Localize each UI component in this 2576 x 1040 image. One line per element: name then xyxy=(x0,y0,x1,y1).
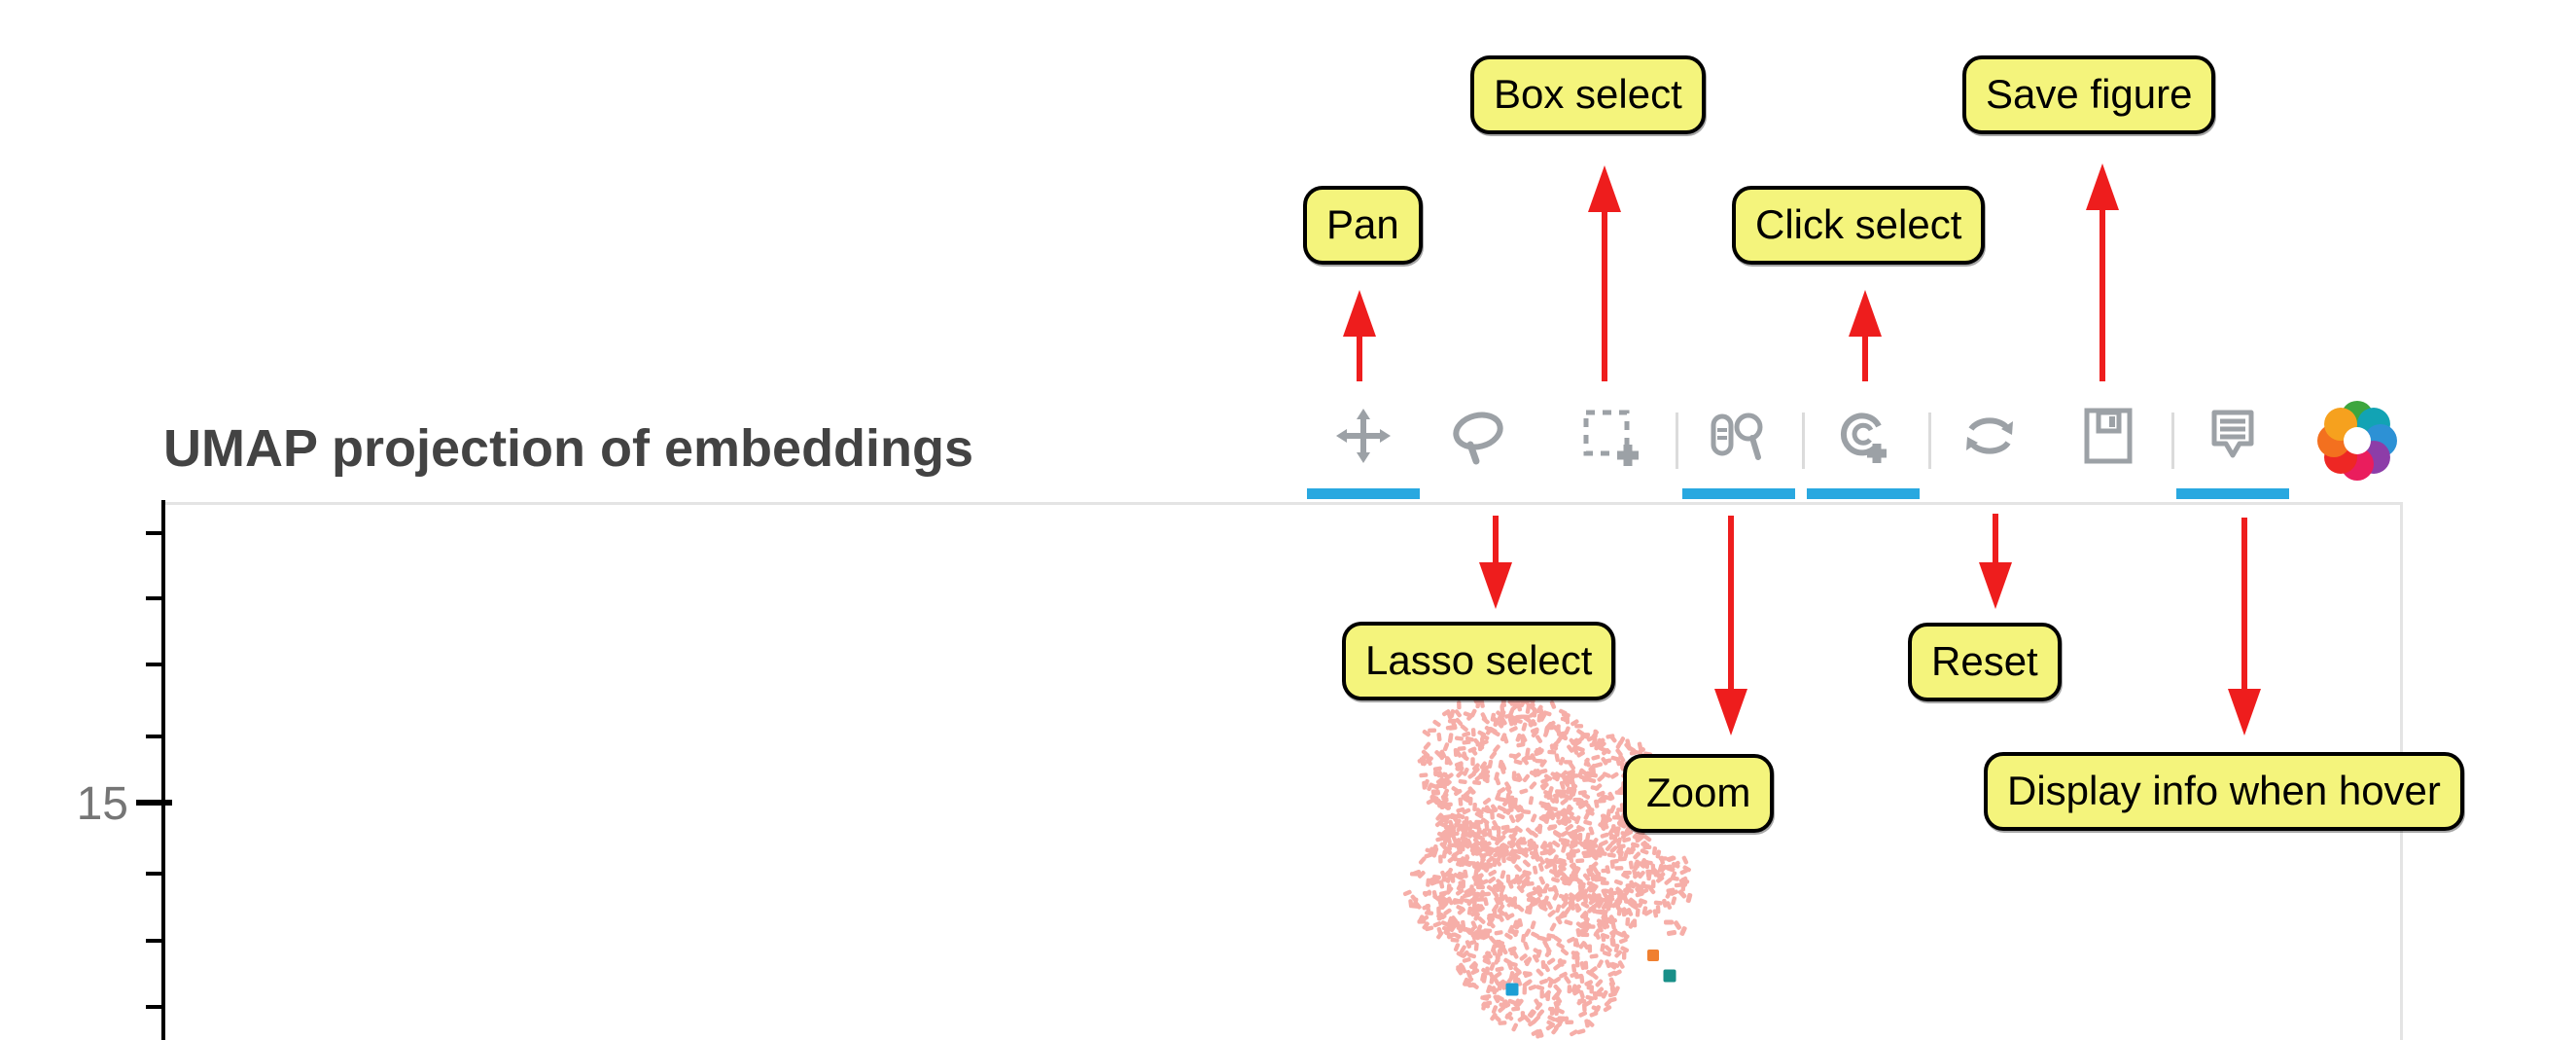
hover-active-bar xyxy=(2176,488,2289,499)
y-axis-tick-label: 15 xyxy=(76,778,128,830)
plot-title: UMAP projection of embeddings xyxy=(163,419,974,478)
zoom-active-bar xyxy=(1682,488,1795,499)
y-minor-tick xyxy=(146,596,163,600)
plot-top-border xyxy=(163,502,2402,505)
reset-tool-button[interactable] xyxy=(1958,405,2021,467)
pan-callout: Pan xyxy=(1303,186,1423,265)
box-select-tool-button[interactable] xyxy=(1578,405,1641,467)
save-figure-callout: Save figure xyxy=(1962,55,2216,134)
outlier-point xyxy=(1505,983,1519,996)
y-minor-tick xyxy=(146,939,163,943)
y-minor-tick xyxy=(146,735,163,738)
y-minor-tick xyxy=(146,663,163,666)
box-select-icon xyxy=(1578,405,1641,467)
outlier-point xyxy=(1663,969,1676,983)
zoom-tool-button[interactable] xyxy=(1708,405,1770,467)
pan-tool-button[interactable] xyxy=(1332,405,1394,467)
lasso-icon xyxy=(1447,405,1509,467)
save-tool-button[interactable] xyxy=(2077,405,2139,467)
click-active-bar xyxy=(1807,488,1920,499)
lasso-select-tool-button[interactable] xyxy=(1447,405,1509,467)
pan-active-bar xyxy=(1307,488,1420,499)
tap-select-icon xyxy=(1832,405,1894,467)
pan-icon xyxy=(1332,405,1394,467)
hover-callout: Display info when hover xyxy=(1984,752,2464,831)
reset-icon xyxy=(1958,405,2021,467)
y-minor-tick xyxy=(146,531,163,535)
lasso-select-callout: Lasso select xyxy=(1342,622,1616,700)
toolbar-separator xyxy=(1928,412,1931,469)
hover-tooltip-icon xyxy=(2202,405,2264,467)
wheel-zoom-icon xyxy=(1708,405,1770,467)
y-major-tick xyxy=(136,800,172,806)
toolbar-separator xyxy=(2171,412,2174,469)
save-icon xyxy=(2077,405,2139,467)
reset-callout: Reset xyxy=(1908,623,2062,701)
box-select-callout: Box select xyxy=(1470,55,1706,134)
click-select-callout: Click select xyxy=(1732,186,1986,265)
y-axis-line xyxy=(161,500,165,1040)
hover-tool-button[interactable] xyxy=(2202,405,2264,467)
toolbar-separator xyxy=(1676,412,1678,469)
zoom-callout: Zoom xyxy=(1623,754,1775,833)
bokeh-logo[interactable] xyxy=(2313,397,2401,484)
y-minor-tick xyxy=(146,872,163,876)
y-minor-tick xyxy=(146,1005,163,1009)
outlier-point xyxy=(1647,950,1659,961)
toolbar-separator xyxy=(1802,412,1805,469)
click-select-tool-button[interactable] xyxy=(1832,405,1894,467)
